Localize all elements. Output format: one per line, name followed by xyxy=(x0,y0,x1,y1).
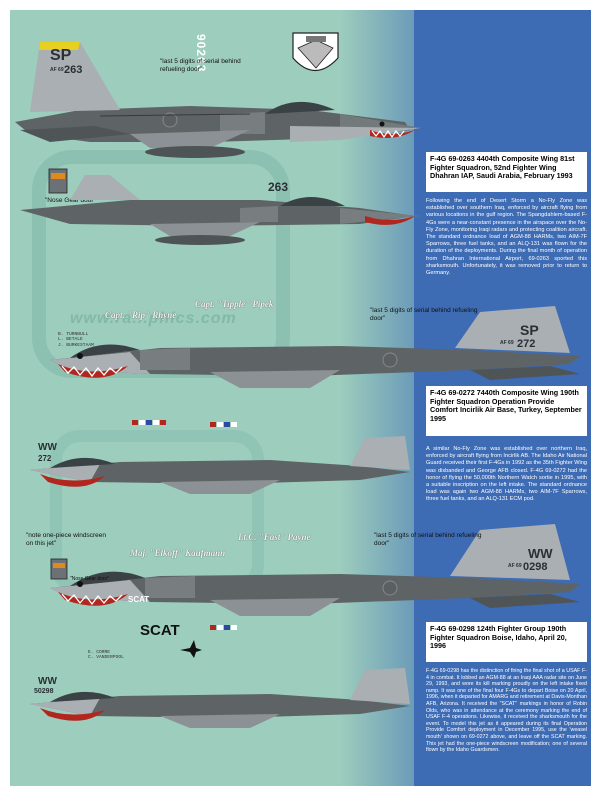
jet-1-profile xyxy=(10,170,430,250)
jet-3-scat-label: SCAT xyxy=(140,622,180,639)
jet-3-windscreen-note: "note one-piece windscreen on this jet" xyxy=(26,532,106,547)
jet-3-title-box: F-4G 69-0298 124th Fighter Group 190th F… xyxy=(426,622,587,662)
jet-2-top-view xyxy=(10,298,590,398)
decal-sheet: www.ra...phics.com xyxy=(10,10,591,786)
jet-2-nose-code: WW xyxy=(38,442,57,453)
jet-2-tail-prefix: AF 69 xyxy=(500,340,514,346)
jet-3-tail-code: WW xyxy=(528,546,553,561)
jet-3-tail-prefix: AF 69 xyxy=(508,563,522,569)
jet-1-tail-prefix: AF 69 xyxy=(50,67,64,73)
jet-1-nose-serial: 263 xyxy=(268,180,289,194)
jet-1-title: F-4G 69-0263 4404th Composite Wing 81st … xyxy=(430,154,575,181)
jet-3-pilot-right: Lt.C. "Fast" Payne xyxy=(238,532,311,542)
jet-3-profile xyxy=(10,660,430,745)
jet-2-tail-serial: 272 xyxy=(517,338,536,350)
jet-2-pilot-top: Capt. "Tipple" Pipek xyxy=(195,299,274,309)
jet-1-title-box: F-4G 69-0263 4404th Composite Wing 81st … xyxy=(426,152,587,192)
panel-gradient xyxy=(340,10,420,786)
jet-1-description: Following the end of Desert Storm a No-F… xyxy=(426,198,587,277)
jet-2-mission-markers-2 xyxy=(210,422,237,427)
jet-2-refuel-note: "last 5 digits of serial behind refuelin… xyxy=(370,307,478,322)
jet-2-title: F-4G 69-0272 7440th Composite Wing 190th… xyxy=(430,388,582,423)
jet-1-top-view xyxy=(10,30,430,165)
jet-2-profile xyxy=(10,430,430,510)
jet-3-nose-code: WW xyxy=(38,676,57,687)
jet-3-description: F-4G 69-0298 has the distinction of firi… xyxy=(426,668,587,754)
jet-3-refuel-note: "last 5 digits of serial behind refuelin… xyxy=(374,532,482,547)
jet-3-title: F-4G 69-0298 124th Fighter Group 190th F… xyxy=(430,624,567,651)
jet-1-tail-serial: 263 xyxy=(64,64,83,76)
jet-3-mission-markers xyxy=(210,625,237,630)
jet-kill-silhouette-icon xyxy=(180,640,202,658)
jet-2-crew-list: B. TURNBULL L. BETALE J. BURKESTAAM xyxy=(58,332,94,348)
jet-3-pilot-left: Maj. "Elkoff" Kaufmann xyxy=(130,548,226,558)
jet-3-tail-serial: 0298 xyxy=(523,561,548,573)
jet-2-tail-code: SP xyxy=(520,322,539,338)
jet-1-nose-gear-note: "Nose Gear door" xyxy=(45,197,96,204)
jet-2-pilot-mid: Capt. "Rip" Rhyne xyxy=(105,310,177,320)
jet-1-refuel-note: "last 5 digits of serial behind refuelin… xyxy=(160,58,241,73)
jet-3-crew-list: E. CORRE C. VANDERPOOL xyxy=(88,650,124,661)
jet-1-tail-code: SP xyxy=(50,47,72,64)
nose-gear-door-icon xyxy=(48,168,68,194)
jet-3-nose-gear-door-icon xyxy=(50,558,68,580)
jet-3-scat-small: SCAT xyxy=(128,595,150,604)
jet-2-mission-markers xyxy=(132,420,166,425)
unit-badge-icon xyxy=(292,32,339,72)
jet-3-nose-gear-note: "Nose Gear door" xyxy=(70,576,110,582)
jet-3-top-view xyxy=(10,510,590,630)
jet-2-title-box: F-4G 69-0272 7440th Composite Wing 190th… xyxy=(426,386,587,436)
jet-3-nose-serial: 50298 xyxy=(34,688,54,695)
watermark-text: www.ra...phics.com xyxy=(70,310,237,327)
jet-2-description: A similar No-Fly Zone was established ov… xyxy=(426,446,587,503)
jet-2-nose-serial: 272 xyxy=(38,454,52,463)
